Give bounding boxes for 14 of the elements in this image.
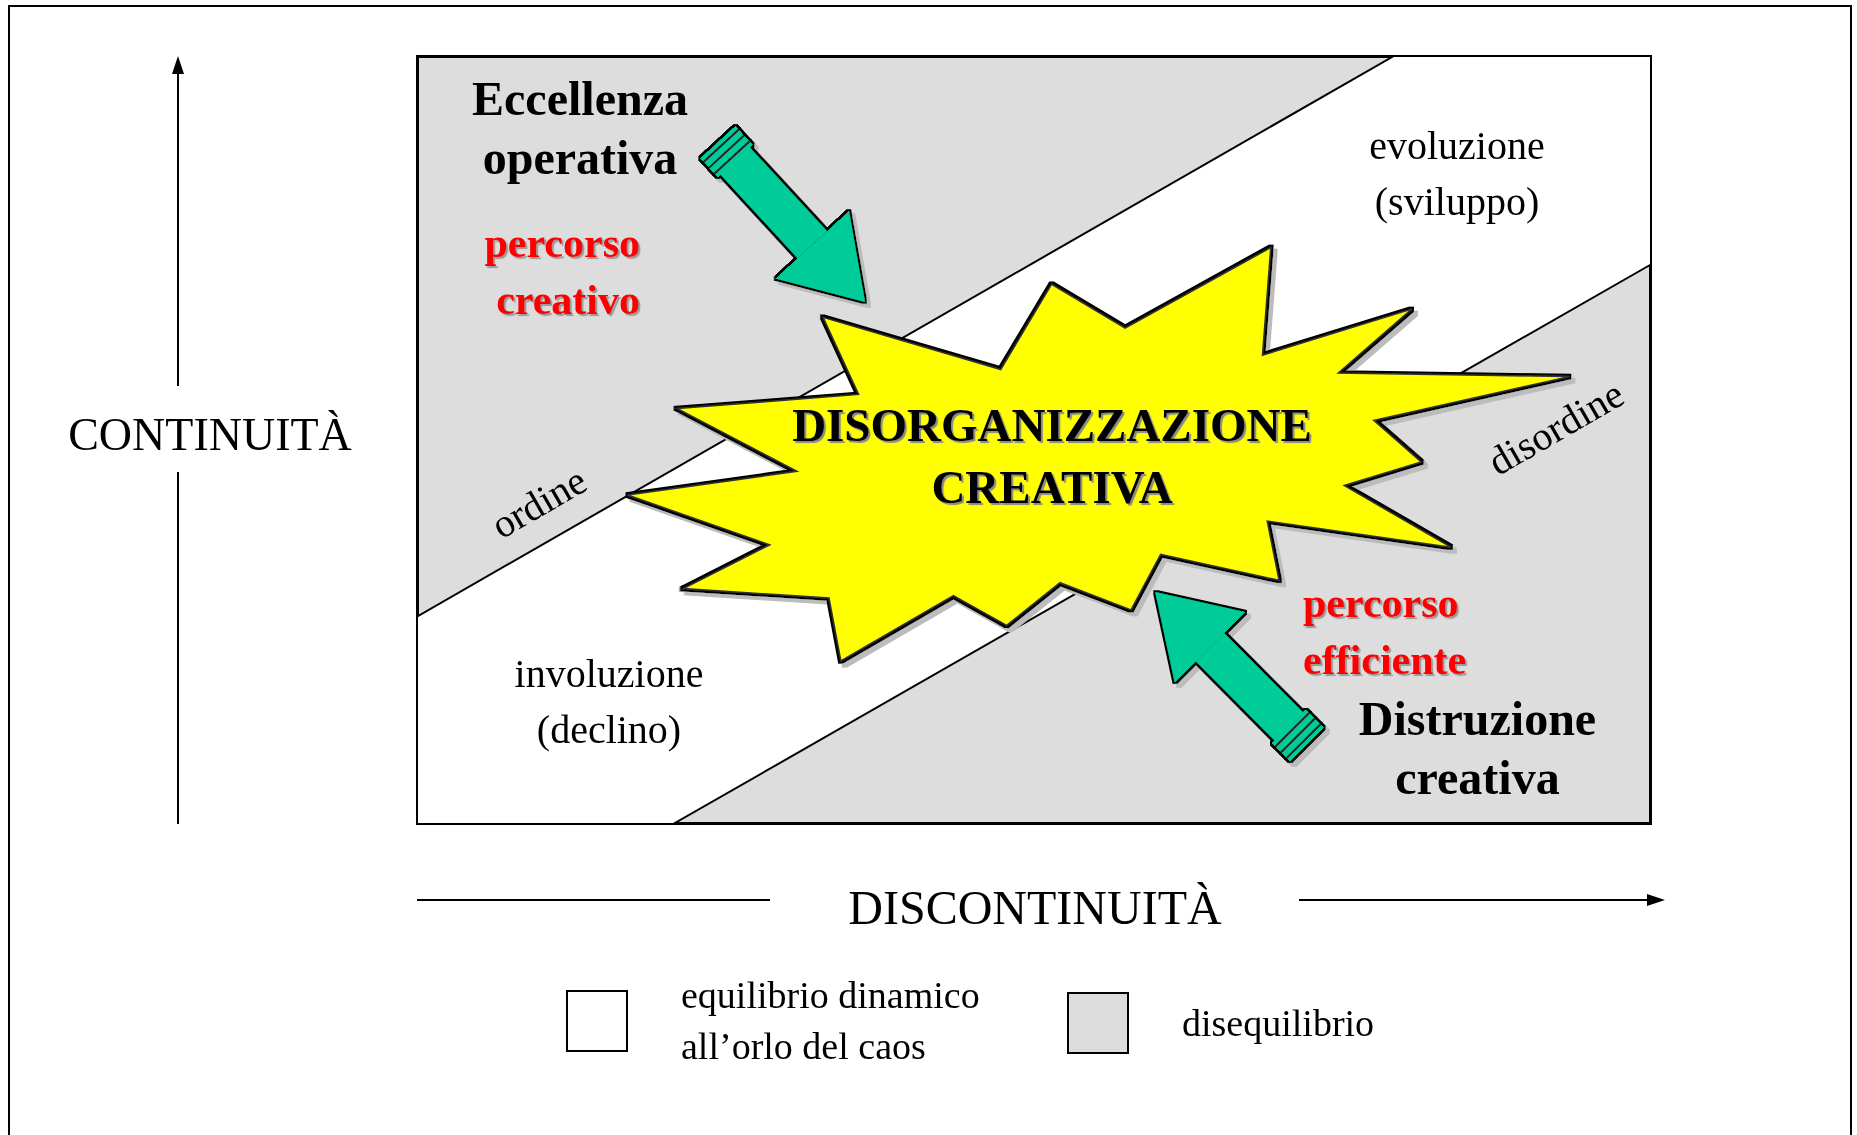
edge-label: percorso efficiente <box>1303 579 1468 685</box>
axis-label: DISCONTINUITÀ <box>847 880 1223 936</box>
legend-text: disequilibrio <box>1182 1001 1376 1046</box>
edge-label: percorso creativo <box>483 219 640 325</box>
legend-text: equilibrio dinamico all’orlo del caos <box>681 973 981 1070</box>
axis-label: CONTINUITÀ <box>67 408 353 462</box>
center-title: DISORGANIZZAZIONE CREATIVA <box>791 398 1313 516</box>
region-label: evoluzione (sviluppo) <box>1368 122 1546 226</box>
region-label: involuzione (declino) <box>513 650 705 754</box>
boundary-label: ordine <box>482 456 596 550</box>
heading-text: Eccellenza operativa <box>471 71 689 186</box>
block-arrow <box>699 124 866 302</box>
heading-text: Distruzione creativa <box>1357 691 1598 806</box>
block-arrow <box>1155 592 1325 763</box>
